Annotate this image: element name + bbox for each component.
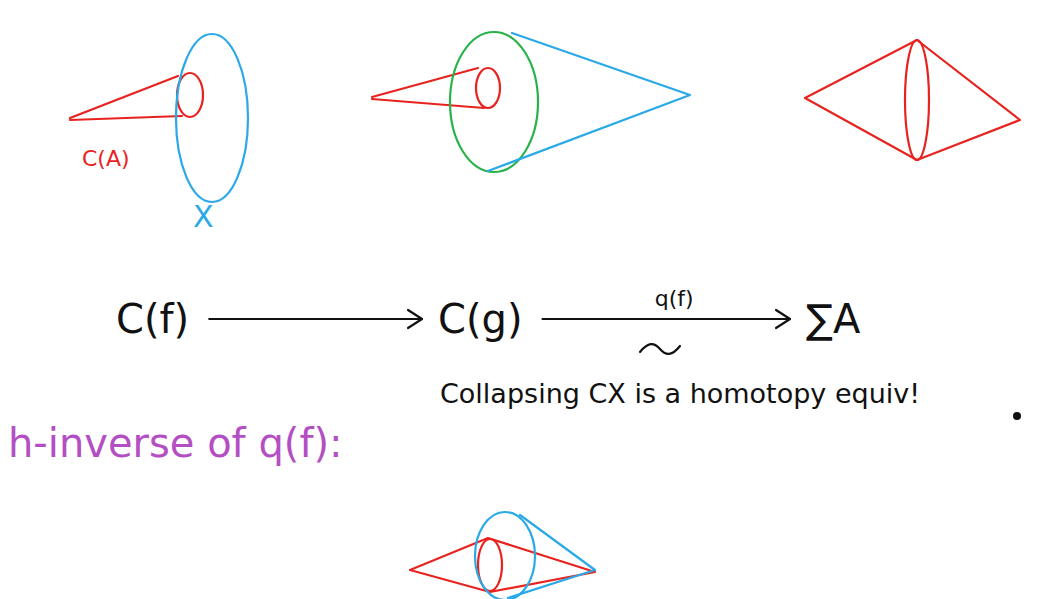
suspension bbox=[805, 40, 1020, 160]
annotation: X bbox=[193, 200, 214, 235]
node-text: ∑A bbox=[806, 296, 860, 342]
map-arrow bbox=[543, 310, 790, 328]
space-node: ∑A bbox=[800, 292, 866, 346]
annotation: C(A) bbox=[82, 146, 130, 171]
space-node: C(g) bbox=[432, 292, 529, 346]
node-text: C(f) bbox=[116, 296, 189, 342]
cone-on-x bbox=[488, 33, 690, 171]
map-arrow bbox=[209, 310, 422, 328]
inverse-picture bbox=[410, 512, 595, 599]
dot bbox=[1013, 412, 1021, 420]
equivalence-tilde bbox=[640, 344, 680, 354]
cone-on-a bbox=[70, 73, 203, 120]
arrow-label: q(f) bbox=[655, 286, 694, 311]
cone-on-a bbox=[372, 68, 500, 108]
node-text: C(g) bbox=[438, 296, 523, 342]
space-node: C(f) bbox=[110, 292, 195, 346]
annotation: Collapsing CX is a homotopy equiv! bbox=[440, 378, 920, 409]
x-ellipse bbox=[450, 32, 538, 172]
space-x bbox=[176, 34, 248, 202]
annotation: h-inverse of q(f): bbox=[8, 420, 343, 466]
